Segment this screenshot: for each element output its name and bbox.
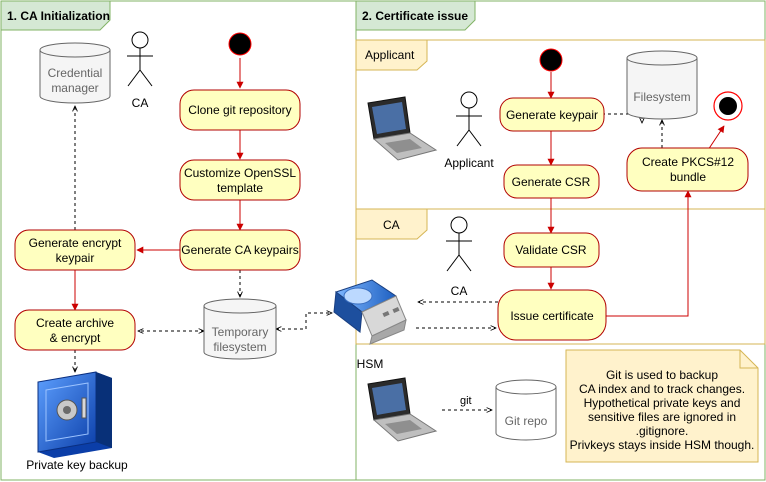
store-credential-manager: Credential manager <box>39 42 111 104</box>
svg-text:keypair: keypair <box>56 251 95 265</box>
note-line: Hypothetical private keys and <box>584 396 741 410</box>
svg-text:Credential: Credential <box>48 66 103 80</box>
note-line: CA index and to track changes. <box>579 382 745 396</box>
svg-text:Validate CSR: Validate CSR <box>515 243 586 257</box>
svg-text:Generate CSR: Generate CSR <box>512 175 591 189</box>
activity-generate-encrypt-keypair[interactable]: Generate encrypt keypair <box>14 229 136 271</box>
svg-text:Generate CA keypairs: Generate CA keypairs <box>181 243 298 257</box>
svg-text:filesystem: filesystem <box>213 340 266 354</box>
edge-pkcs12-to-end <box>707 125 725 151</box>
svg-text:Create PKCS#12: Create PKCS#12 <box>642 155 734 169</box>
activity-generate-csr[interactable]: Generate CSR <box>503 164 600 199</box>
activity-create-archive[interactable]: Create archive & encrypt <box>14 309 136 351</box>
actor-label-ca: CA <box>451 284 468 298</box>
activity-validate-csr[interactable]: Validate CSR <box>503 232 600 268</box>
svg-text:Customize OpenSSL: Customize OpenSSL <box>184 166 296 180</box>
lane-label: Applicant <box>365 48 415 62</box>
section-title: 2. Certificate issue <box>362 9 468 23</box>
note-line: .gitignore. <box>636 424 689 438</box>
lane-ca: CA <box>355 208 766 345</box>
svg-text:template: template <box>217 181 263 195</box>
actor-icon <box>456 91 482 147</box>
note-line: sensitive files are ignored in <box>588 410 736 424</box>
svg-text:bundle: bundle <box>670 170 706 184</box>
activity-generate-ca-keypairs[interactable]: Generate CA keypairs <box>179 229 301 271</box>
actor-icon <box>127 31 153 87</box>
activity-customize-openssl[interactable]: Customize OpenSSL template <box>179 159 301 201</box>
note-line: Privkeys stays inside HSM though. <box>570 438 755 452</box>
end-node-icon <box>713 91 743 121</box>
flow-edges: git <box>71 58 725 410</box>
svg-text:Filesystem: Filesystem <box>633 90 690 104</box>
svg-text:Generate encrypt: Generate encrypt <box>29 236 122 250</box>
section-ca-initialization: 1. CA Initialization <box>0 0 357 481</box>
start-node-icon <box>228 32 252 56</box>
edge-keypair-to-filesystem <box>602 113 642 123</box>
activity-clone-git[interactable]: Clone git repository <box>179 89 301 131</box>
laptop-icon <box>367 96 438 161</box>
svg-text:Clone git repository: Clone git repository <box>188 103 291 117</box>
usb-hsm-icon <box>333 279 407 345</box>
svg-text:Issue certificate: Issue certificate <box>510 309 594 323</box>
edge-issue-to-pkcs12 <box>606 190 692 317</box>
svg-text:Create archive: Create archive <box>36 316 114 330</box>
lane-label: CA <box>383 218 400 232</box>
section-title: 1. CA Initialization <box>7 9 110 23</box>
actor-icon <box>446 216 472 272</box>
hsm-label: HSM <box>357 357 384 371</box>
laptop-icon <box>367 377 438 442</box>
svg-text:& encrypt: & encrypt <box>50 331 101 345</box>
activity-create-pkcs12[interactable]: Create PKCS#12 bundle <box>626 147 749 192</box>
svg-text:Temporary: Temporary <box>212 325 269 339</box>
svg-text:Git repo: Git repo <box>505 414 548 428</box>
start-node-icon <box>539 48 563 72</box>
svg-text:Generate keypair: Generate keypair <box>506 108 598 122</box>
store-temporary-filesystem: Temporary filesystem <box>203 298 277 360</box>
note-line: Git is used to backup <box>606 368 718 382</box>
store-filesystem: Filesystem <box>626 50 698 120</box>
edge-temp-hsm <box>276 313 332 329</box>
actor-label-applicant: Applicant <box>444 156 494 170</box>
svg-text:manager: manager <box>51 81 98 95</box>
store-git-repo: Git repo <box>495 379 557 441</box>
git-edge-label: git <box>460 395 472 407</box>
actor-label-ca: CA <box>132 96 149 110</box>
backup-label: Private key backup <box>26 458 128 472</box>
activity-issue-certificate[interactable]: Issue certificate <box>497 289 607 341</box>
note-git-backup: Git is used to backup CA index and to tr… <box>565 349 759 463</box>
safe-icon <box>37 371 112 458</box>
activity-generate-keypair[interactable]: Generate keypair <box>499 97 605 132</box>
